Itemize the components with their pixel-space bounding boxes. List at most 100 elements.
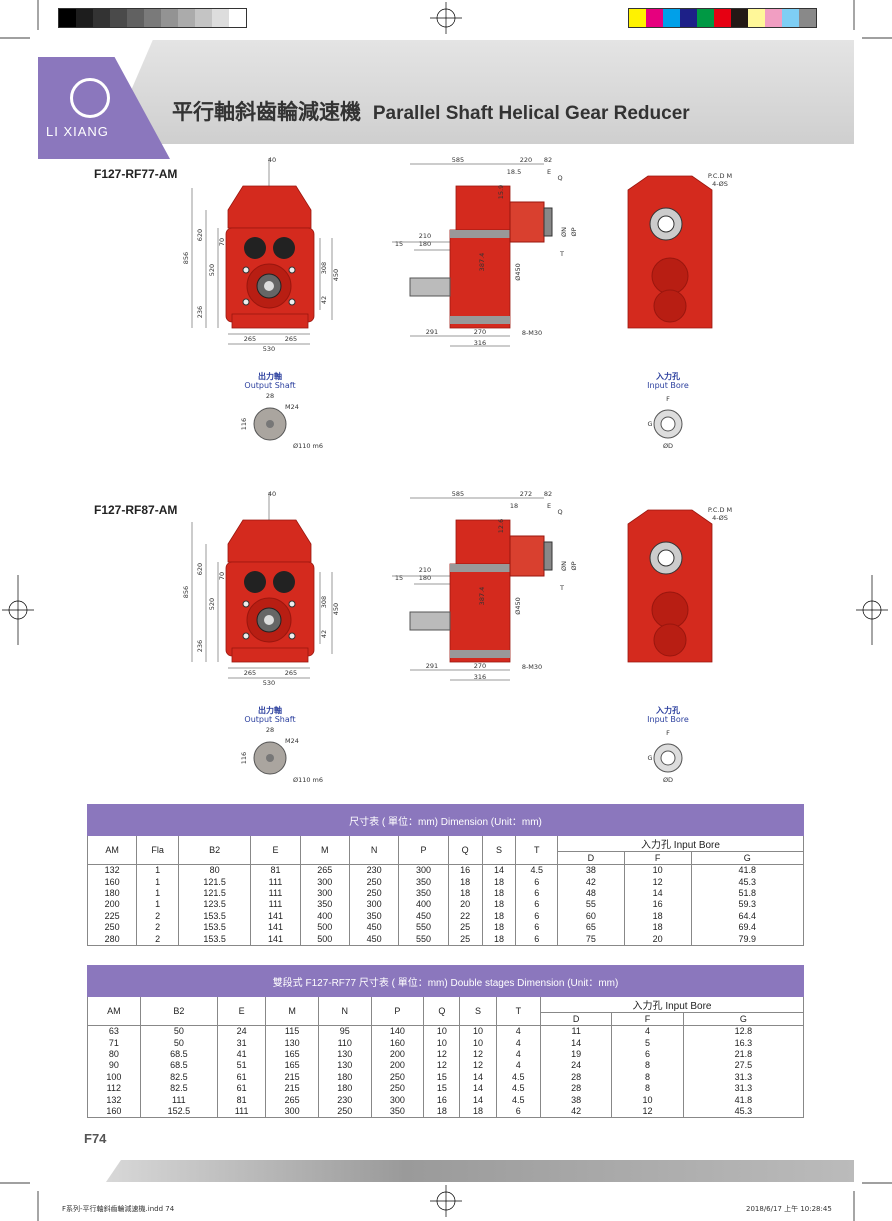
table-cell: 14 (459, 1082, 497, 1095)
bore-f: F (666, 729, 670, 737)
table-cell: 6 (611, 1048, 684, 1061)
table-cell: 10 (423, 1025, 461, 1038)
grayscale-bar (58, 8, 247, 28)
dim-450-dia: Ø450 (514, 263, 522, 281)
table-cell: 350 (398, 887, 449, 900)
dim-450: 450 (332, 603, 340, 615)
table-cell: 450 (348, 933, 400, 946)
table-cell: 180 (86, 887, 138, 900)
table-cell: 300 (348, 899, 400, 911)
dim-q: Q (557, 508, 562, 516)
table-cell: 28 (540, 1071, 613, 1083)
table-cell: 79.9 (690, 933, 805, 946)
column-header: Fla (136, 835, 179, 865)
input-bore-header: 入力孔 Input Bore (556, 835, 805, 852)
rear-gear-cover-bottom (653, 623, 687, 657)
side-motor-adapter (509, 535, 545, 577)
table-cell: 14 (459, 1094, 497, 1106)
table-cell: 250 (370, 1071, 425, 1083)
table-cell: 200 (86, 899, 138, 911)
table-cell: 25 (447, 933, 483, 946)
table-cell: 115 (265, 1025, 319, 1038)
table-cell: 14 (459, 1071, 497, 1083)
table-cell: 38 (556, 864, 625, 877)
table-cell: 8 (611, 1060, 684, 1072)
table-cell: 250 (317, 1105, 372, 1119)
table-cell: 10 (423, 1037, 461, 1049)
dim-p: ØP (570, 227, 578, 236)
column-header: N (348, 835, 400, 865)
side-motor-adapter (509, 201, 545, 243)
table-cell: 82.5 (139, 1082, 219, 1095)
table-cell: 18 (423, 1105, 461, 1119)
table-cell: 25 (447, 921, 483, 934)
column-header: M (299, 835, 350, 865)
side-flange-bottom (450, 650, 510, 658)
dim-265-left: 265 (244, 669, 256, 677)
table-cell: 18 (481, 887, 517, 900)
shaft-height: 116 (240, 752, 248, 764)
dim-265-right: 265 (285, 335, 297, 343)
table-cell: 82.5 (139, 1071, 219, 1083)
logo-text: LI XIANG (46, 124, 109, 139)
dim-308: 308 (320, 262, 328, 274)
column-header: AM (86, 835, 138, 865)
table-cell: 48 (556, 887, 625, 900)
dim-70: 70 (218, 572, 226, 580)
table-cell: 215 (265, 1071, 319, 1083)
page-title: 平行軸斜齒輪減速機 Parallel Shaft Helical Gear Re… (172, 96, 690, 126)
column-header: B2 (177, 835, 252, 865)
sub-header: G (682, 1012, 805, 1026)
table-cell: 18 (481, 921, 517, 934)
dim-pcd: P.C.D M (708, 506, 732, 514)
dim-316: 316 (474, 339, 486, 347)
dim-n: ØN (560, 561, 568, 571)
shaft-thread-hole (266, 754, 274, 762)
table-cell: 10 (611, 1094, 684, 1106)
dim-236: 236 (196, 640, 204, 652)
table-cell: 12 (611, 1105, 684, 1119)
table-cell: 28 (540, 1082, 613, 1095)
table-cell: 41.8 (690, 864, 805, 877)
input_bore-caption-cn: 入力孔 (656, 372, 680, 381)
front-top-housing (227, 519, 312, 563)
dim-180: 180 (419, 574, 431, 582)
table-cell: 24 (540, 1060, 613, 1072)
table-cell: 160 (87, 1105, 141, 1119)
dim-e: E (547, 502, 551, 510)
dim-270: 270 (474, 662, 486, 670)
dimension-table-caption: 尺寸表 ( 單位：mm) Dimension (Unit：mm) (87, 804, 804, 836)
side-dimension-lines (392, 497, 544, 681)
dim-q: Q (557, 174, 562, 182)
table-cell: 350 (299, 899, 350, 911)
table-cell: 71 (87, 1037, 141, 1049)
side-lower-housing (449, 563, 511, 663)
column-header: T (515, 835, 558, 865)
dim-270: 270 (474, 328, 486, 336)
table-cell: 550 (398, 921, 449, 934)
table-cell: 95 (317, 1025, 372, 1038)
table-cell: 165 (265, 1048, 319, 1061)
dim-387-4: 387.4 (478, 587, 486, 606)
dim-316: 316 (474, 673, 486, 681)
rear-gear-cover-top (651, 591, 689, 629)
input_bore-caption-en: Input Bore (647, 715, 689, 724)
side-output-shaft (409, 277, 451, 297)
table-cell: 4.5 (515, 864, 558, 877)
table-cell: 111 (216, 1105, 267, 1119)
dim-pcd: P.C.D M (708, 172, 732, 180)
table-cell: 160 (86, 876, 138, 888)
front-bolt-2 (242, 298, 250, 306)
rear-housing (627, 509, 713, 663)
table-cell: 141 (250, 933, 301, 946)
sub-header: G (690, 851, 805, 865)
